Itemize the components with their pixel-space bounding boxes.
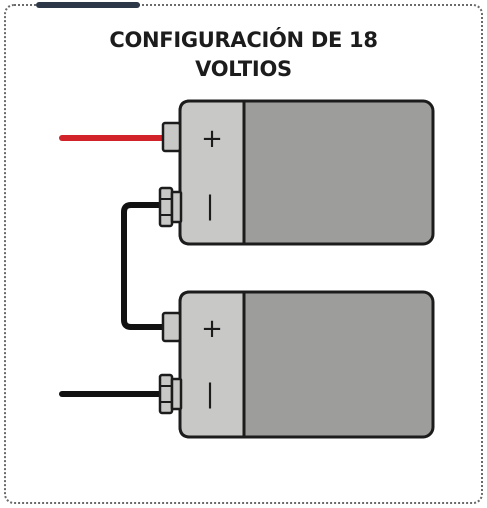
battery-top-positive-symbol: +: [201, 124, 223, 154]
title-line-1: CONFIGURACIÓN DE 18: [109, 28, 378, 52]
title-line-2: VOLTIOS: [195, 57, 292, 81]
battery-bottom-positive-terminal: [161, 311, 182, 343]
battery-bottom-negative-terminal: [158, 373, 174, 415]
battery-bottom-positive-symbol: +: [201, 314, 223, 344]
battery-top-positive-terminal: [161, 121, 182, 153]
battery-top-negative-symbol: |: [206, 191, 215, 221]
battery-top-negative-terminal: [158, 186, 174, 228]
battery-bottom: + |: [158, 290, 435, 439]
diagram-frame: [4, 4, 483, 504]
diagram-title: CONFIGURACIÓN DE 18 VOLTIOS: [0, 26, 487, 84]
series-jumper-wire: [121, 202, 163, 330]
battery-top-terminal-cap: [178, 99, 246, 246]
header-tab-bar: [36, 2, 140, 8]
battery-bottom-negative-symbol: |: [206, 379, 215, 409]
battery-bottom-terminal-cap: [178, 290, 246, 439]
battery-top: + |: [158, 99, 435, 246]
